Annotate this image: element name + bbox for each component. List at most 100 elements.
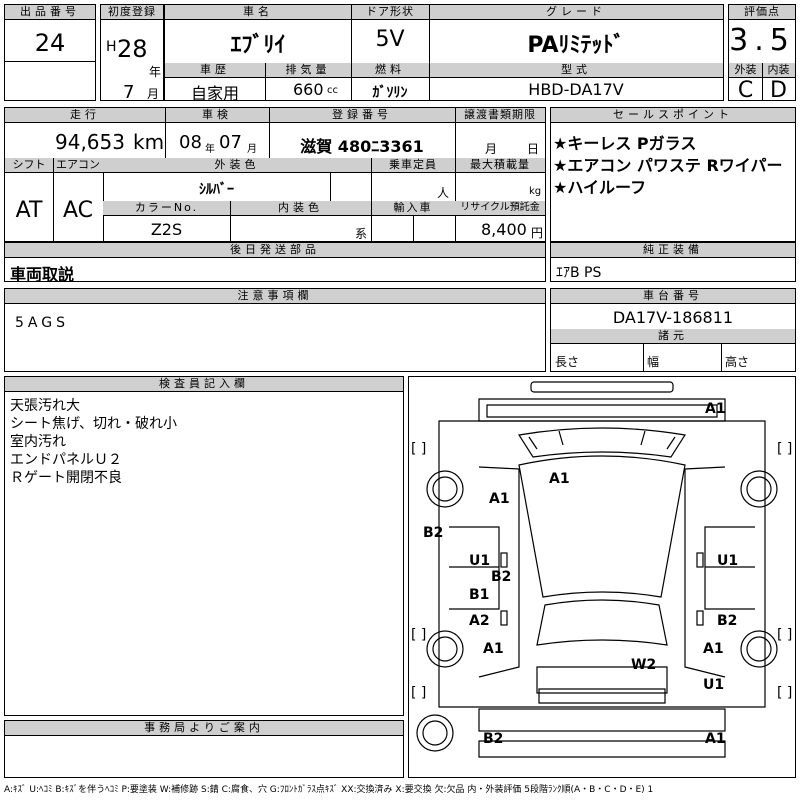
damage-mark: A1 (703, 641, 724, 657)
inspector-note: 天張汚れ大 (10, 398, 80, 414)
transfer-deadline-label: 譲渡書類期限 (455, 108, 545, 123)
interior-label: 内装 (762, 63, 795, 78)
selling-points-label: セールスポイント (551, 108, 795, 123)
year-unit: 年 (149, 65, 162, 79)
import-label: 輸入車 (371, 201, 455, 216)
inspector-note: シート焦げ、切れ・破れ小 (10, 416, 178, 432)
notes-panel: 注意事項欄 5AGS (4, 288, 546, 372)
air-conditioner: AC (62, 198, 94, 223)
interior-color-label: 内装色 (230, 201, 371, 216)
exterior-grade: C (737, 78, 754, 103)
dimensions-label: 諸元 (551, 329, 795, 344)
damage-mark: A2 (469, 613, 490, 629)
grade: PAﾘﾐﾃｯﾄﾞ (527, 33, 625, 58)
later-parts-label: 後日発送部品 (5, 243, 545, 258)
damage-mark: W2 (631, 657, 657, 673)
history: 自家用 (190, 84, 239, 103)
lot-number-cell: 出品番号 24 (4, 4, 96, 101)
car-name: ｴﾌﾞﾘｲ (230, 33, 286, 58)
lot-number-label: 出品番号 (5, 5, 95, 20)
mileage-label: 走行 (5, 108, 165, 123)
equipment-value: ｴｱB PS (556, 265, 602, 281)
load-unit: kg (529, 186, 542, 197)
mileage: 94,653 (55, 130, 125, 154)
body-color: ｼﾙﾊﾞｰ (199, 182, 234, 198)
score: 3.5 (729, 23, 795, 58)
selling-points-panel: セールスポイント ★キーレス Pガラス ★エアコン パワステ Rワイパー ★ハイ… (550, 107, 796, 242)
bracket-marker: [ ] (411, 685, 427, 701)
chassis-label: 車台番号 (551, 289, 795, 304)
damage-mark: A1 (705, 731, 726, 747)
capacity-label: 乗車定員 (371, 158, 455, 173)
selling-point: ★キーレス Pガラス (553, 134, 697, 153)
transfer-day-unit: 日 (527, 142, 540, 156)
model-label: 型式 (429, 63, 723, 78)
notes-value: 5AGS (15, 315, 69, 331)
main-info-grid: 車名 ドア形状 グレード ｴﾌﾞﾘｲ 5V PAﾘﾐﾃｯﾄﾞ 車歴 排気量 燃料… (164, 4, 724, 103)
color-number-label: カラーNo. (103, 201, 230, 216)
grade-label: グレード (429, 5, 723, 20)
history-label: 車歴 (165, 63, 265, 78)
inspector-notes-label: 検査員記入欄 (5, 377, 403, 392)
max-load-label: 最大積載量 (455, 158, 545, 173)
inspector-notes-panel: 検査員記入欄 天張汚れ大 シート焦げ、切れ・破れ小 室内汚れ エンドパネルＵ２ … (4, 376, 404, 716)
damage-mark: A1 (705, 401, 726, 417)
interior-color-unit: 系 (355, 227, 368, 241)
damage-mark: B2 (491, 569, 512, 585)
chassis-panel: 車台番号 DA17V-186811 諸元 長さ 幅 高さ (550, 288, 796, 372)
registration-month: 7 (123, 82, 135, 103)
office-notice-label: 事務局よりご案内 (5, 721, 403, 736)
fuel: ｶﾞｿﾘﾝ (372, 85, 408, 101)
recycle-fee: 8,400 (481, 220, 527, 239)
fuel-label: 燃料 (351, 63, 429, 78)
color-number: Z2S (150, 220, 183, 239)
damage-mark: B1 (469, 587, 490, 603)
score-cell: 評価点 3.5 外装 内装 C D (728, 4, 796, 103)
shift-label: シフト (5, 158, 53, 173)
legend-text: A:ｷｽﾞ U:ﾍｺﾐ B:ｷｽﾞを伴うﾍｺﾐ P:要塗装 W:補修跡 S:錆 … (4, 785, 654, 795)
plate-number: 滋賀 480ﾆ3361 (300, 137, 424, 156)
damage-mark: A1 (549, 471, 570, 487)
damage-mark: B2 (423, 525, 444, 541)
inspector-notes-list: 天張汚れ大 シート焦げ、切れ・破れ小 室内汚れ エンドパネルＵ２ Ｒゲート開閉不… (10, 397, 177, 487)
inspector-note: Ｒゲート開閉不良 (10, 470, 122, 486)
first-registration-label: 初度登録 (101, 5, 163, 20)
inspector-note: 室内汚れ (10, 434, 66, 450)
later-parts-panel: 後日発送部品 車両取説 (4, 242, 546, 284)
inspection-month: 07 (219, 132, 242, 153)
selling-point: ★ハイルーフ (553, 178, 647, 197)
plate-label: 登録番号 (269, 108, 455, 123)
bracket-marker: [ ] (777, 441, 793, 457)
damage-mark: U1 (469, 553, 491, 569)
damage-mark: U1 (703, 677, 725, 693)
inspection-year: 08 (179, 132, 202, 153)
shift: AT (15, 198, 43, 223)
lot-number: 24 (34, 29, 66, 57)
recycle-fee-unit: 円 (531, 226, 544, 240)
door-type: 5V (375, 27, 405, 52)
damage-diagram-panel: [ ] [ ] [ ] [ ] [ ] [ ] A1 A1 A1 B2 U1 B… (408, 376, 796, 778)
first-registration-cell: 初度登録 H 28 年 7 月 (100, 4, 164, 103)
damage-mark: A1 (489, 491, 510, 507)
displacement: 660 (293, 80, 324, 99)
mileage-unit: km (133, 130, 165, 154)
bracket-marker: [ ] (411, 627, 427, 643)
car-name-label: 車名 (165, 5, 351, 20)
inspection-label: 車検 (165, 108, 269, 123)
bracket-marker: [ ] (777, 685, 793, 701)
inspection-year-unit: 年 (205, 144, 215, 155)
displacement-label: 排気量 (265, 63, 351, 78)
width-label: 幅 (647, 355, 660, 369)
damage-mark: B2 (483, 731, 504, 747)
interior-grade: D (770, 78, 787, 103)
vehicle-outline-diagram (416, 381, 778, 758)
equipment-panel: 純正装備 ｴｱB PS (550, 242, 796, 282)
later-parts-value: 車両取説 (10, 265, 75, 284)
recycle-fee-label: リサイクル預託金 (455, 201, 545, 216)
damage-mark: A1 (483, 641, 504, 657)
height-label: 高さ (725, 355, 750, 369)
door-type-label: ドア形状 (351, 5, 429, 20)
damage-mark: B2 (717, 613, 738, 629)
details-grid: 走行 車検 登録番号 譲渡書類期限 94,653 km 08 年 07 月 滋賀… (4, 107, 546, 242)
office-notice-panel: 事務局よりご案内 (4, 720, 404, 778)
